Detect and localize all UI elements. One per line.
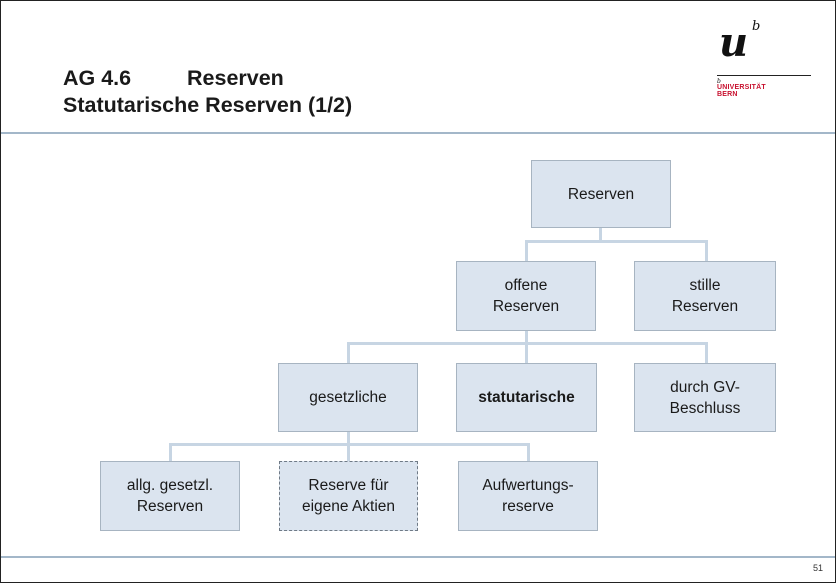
connector — [169, 443, 172, 461]
connector — [527, 443, 530, 461]
logo-small-b: b — [717, 78, 721, 85]
node-statutarische: statutarische — [456, 363, 597, 432]
page-number: 51 — [812, 563, 823, 573]
node-durch-gv-beschluss: durch GV- Beschluss — [634, 363, 776, 432]
section-code: AG 4.6 — [63, 66, 132, 90]
logo-divider — [717, 75, 811, 76]
logo-u: u — [719, 19, 749, 66]
node-reserve-fuer-eigene-aktien: Reserve für eigene Aktien — [279, 461, 418, 531]
logo-b: b — [752, 19, 761, 34]
connector — [347, 342, 350, 363]
node-stille-reserven: stille Reserven — [634, 261, 776, 331]
logo-text-universitaet: UNIVERSITÄT — [717, 84, 766, 91]
header-rule — [1, 132, 835, 134]
slide-title: AG 4.6 Reserven Statutarische Reserven (1… — [63, 65, 352, 119]
connector — [705, 342, 708, 363]
subtitle: Statutarische Reserven (1/2) — [63, 93, 353, 117]
section-title: Reserven — [187, 66, 284, 90]
connector — [525, 331, 528, 345]
connector — [347, 432, 350, 446]
node-aufwertungsreserve: Aufwertungs- reserve — [458, 461, 598, 531]
connector — [525, 240, 708, 243]
node-gesetzliche: gesetzliche — [278, 363, 418, 432]
title-line-1: AG 4.6 Reserven — [63, 65, 352, 92]
connector — [525, 240, 528, 261]
footer-rule — [1, 556, 835, 558]
node-allg-gesetzl-reserven: allg. gesetzl. Reserven — [100, 461, 240, 531]
node-offene-reserven: offene Reserven — [456, 261, 596, 331]
connector — [599, 228, 602, 243]
connector — [347, 443, 350, 461]
connector — [525, 342, 528, 363]
logo-text-bern: BERN — [717, 91, 738, 98]
connector — [705, 240, 708, 261]
node-reserven: Reserven — [531, 160, 671, 228]
